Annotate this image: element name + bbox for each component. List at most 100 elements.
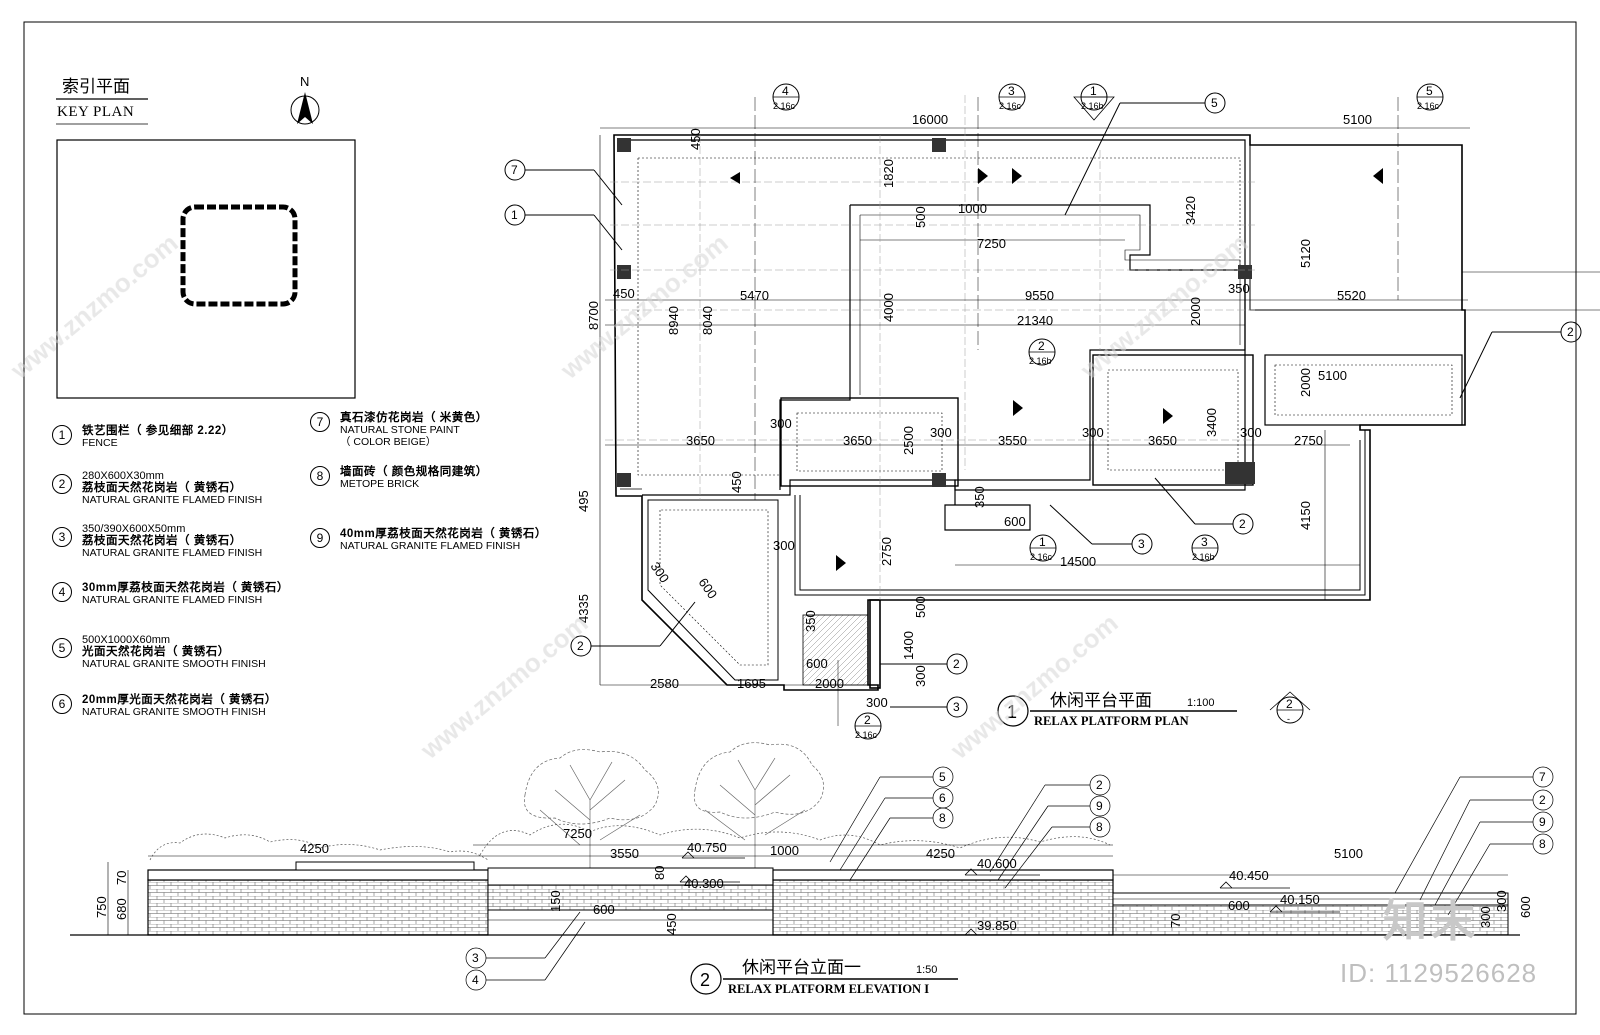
dim-2750-b: 2750 <box>879 537 894 566</box>
plan-dimension-lines <box>599 127 1470 686</box>
dim-3400: 3400 <box>1204 408 1219 437</box>
dim-300-e: 300 <box>773 538 795 553</box>
key-plan-title-en: KEY PLAN <box>57 104 135 120</box>
legend-en: FENCE <box>82 437 118 449</box>
dim-1400: 1400 <box>901 631 916 660</box>
elev-dim-300-b: 300 <box>1478 906 1493 928</box>
svg-text:1: 1 <box>1039 535 1046 549</box>
callout-1-bottom: 1 2.16c <box>1029 534 1057 562</box>
dim-2000: 2000 <box>1188 297 1203 326</box>
svg-text:5: 5 <box>1426 84 1433 98</box>
legend-en-2: （ COLOR BEIGE） <box>340 436 437 448</box>
svg-text:-: - <box>1287 714 1290 724</box>
key-plan-frame <box>56 139 356 399</box>
legend-en: NATURAL STONE PAINT <box>340 424 460 436</box>
plan-dimensions: 16000 5100 450 1820 500 1000 3420 7250 5… <box>576 112 1372 710</box>
dim-300-g: 300 <box>913 665 928 687</box>
level-markers <box>679 851 1340 936</box>
central-paving <box>779 204 1246 531</box>
svg-text:2.16c: 2.16c <box>773 101 796 111</box>
svg-text:2: 2 <box>1239 517 1246 531</box>
e-leader-3: 3 <box>465 911 581 969</box>
elev-dim-450: 450 <box>664 913 679 935</box>
svg-text:3: 3 <box>953 700 960 714</box>
elev-dim-3550: 3550 <box>610 846 639 861</box>
e-leader-9-a: 9 <box>997 795 1111 881</box>
dim-16000: 16000 <box>912 112 948 127</box>
svg-text:5: 5 <box>1211 96 1218 110</box>
svg-text:www.znzmo.com: www.znzmo.com <box>4 228 184 386</box>
elev-dim-5100: 5100 <box>1334 846 1363 861</box>
dim-450: 450 <box>688 128 703 150</box>
elevation-title-cn: 休闲平台立面一 <box>742 958 861 977</box>
elevation-40300: 40.300 <box>684 876 724 891</box>
svg-text:2.16c: 2.16c <box>1030 552 1053 562</box>
leader-3-b: 3 <box>890 696 968 718</box>
dim-3420: 3420 <box>1183 196 1198 225</box>
dim-8700: 8700 <box>586 301 601 330</box>
svg-text:4: 4 <box>472 973 479 987</box>
elev-dim-80: 80 <box>652 866 667 880</box>
planter-3650-right <box>1092 354 1254 486</box>
legend-cn: 40mm厚荔枝面天然花岗岩（ 黄锈石） <box>340 528 547 540</box>
wall-left <box>147 879 489 936</box>
elev-dim-150: 150 <box>548 890 563 912</box>
elevation-title-en: RELAX PLATFORM ELEVATION I <box>728 982 929 996</box>
dim-5100: 5100 <box>1343 112 1372 127</box>
legend-number: 8 <box>310 466 330 486</box>
relax-platform-elevation <box>70 742 1520 936</box>
e-leader-2-b: 2 <box>1419 789 1554 901</box>
callout-4-top: 4 2.16c <box>754 83 800 500</box>
svg-text:2: 2 <box>700 970 710 990</box>
svg-text:8: 8 <box>939 811 946 825</box>
elevation-40750: 40.750 <box>687 840 727 855</box>
svg-text:9: 9 <box>1539 815 1546 829</box>
legend-cn: 荔枝面天然花岗岩（ 黄锈石） <box>82 482 242 494</box>
svg-text:1: 1 <box>1007 702 1017 722</box>
legend-cn: 真石漆仿花岗岩（ 米黄色） <box>340 412 488 424</box>
elev-dim-600-c: 600 <box>1518 896 1533 918</box>
leader-7: 7 <box>504 159 623 206</box>
legend-cn: 荔枝面天然花岗岩（ 黄锈石） <box>82 535 242 547</box>
dim-21340: 21340 <box>1017 313 1053 328</box>
elevation-leaders: 5 6 8 2 9 8 7 2 9 8 3 4 <box>465 766 1554 991</box>
leader-2-b: 2 <box>1154 477 1254 535</box>
dim-600: 600 <box>1004 514 1026 529</box>
svg-text:www.znzmo.com: www.znzmo.com <box>944 608 1124 766</box>
lower-walkway <box>794 430 1366 596</box>
tree-left-icon <box>524 749 659 885</box>
svg-text:7: 7 <box>1539 770 1546 784</box>
plan-title-en: RELAX PLATFORM PLAN <box>1034 714 1189 728</box>
key-plan-site-marker <box>180 204 298 307</box>
dim-8040: 8040 <box>700 306 715 335</box>
dim-600-b: 600 <box>696 575 721 601</box>
planter-5100-right <box>1264 354 1463 426</box>
dim-5470: 5470 <box>740 288 769 303</box>
svg-text:www.znzmo.com: www.znzmo.com <box>1074 228 1254 386</box>
elevation-title: 2 休闲平台立面一 1:50 RELAX PLATFORM ELEVATION … <box>690 958 958 996</box>
dim-300-c: 300 <box>1082 425 1104 440</box>
elevation-40450: 40.450 <box>1229 868 1269 883</box>
dim-grid-lines <box>605 95 1255 600</box>
legend-number: 9 <box>310 528 330 548</box>
tree-right-icon <box>693 742 824 885</box>
upper-deck-5120 <box>1249 144 1463 311</box>
legend-en: NATURAL GRANITE FLAMED FINISH <box>82 594 263 606</box>
svg-text:4: 4 <box>782 84 789 98</box>
legend-en: NATURAL GRANITE SMOOTH FINISH <box>82 658 266 670</box>
elev-dim-300: 300 <box>1494 890 1509 912</box>
dim-495: 495 <box>576 490 591 512</box>
svg-text:2: 2 <box>864 713 871 727</box>
dim-4000: 4000 <box>881 293 896 322</box>
dim-2500: 2500 <box>901 426 916 455</box>
svg-text:2: 2 <box>1096 778 1103 792</box>
dim-350-b: 350 <box>972 486 987 508</box>
legend-number: 4 <box>52 582 72 602</box>
svg-text:3: 3 <box>1138 537 1145 551</box>
legend-en: NATURAL GRANITE FLAMED FINISH <box>82 547 263 559</box>
e-leader-9-b: 9 <box>1434 811 1554 906</box>
svg-text:3: 3 <box>472 951 479 965</box>
dim-3650-c: 3650 <box>1148 433 1177 448</box>
dim-350: 350 <box>1228 281 1250 296</box>
